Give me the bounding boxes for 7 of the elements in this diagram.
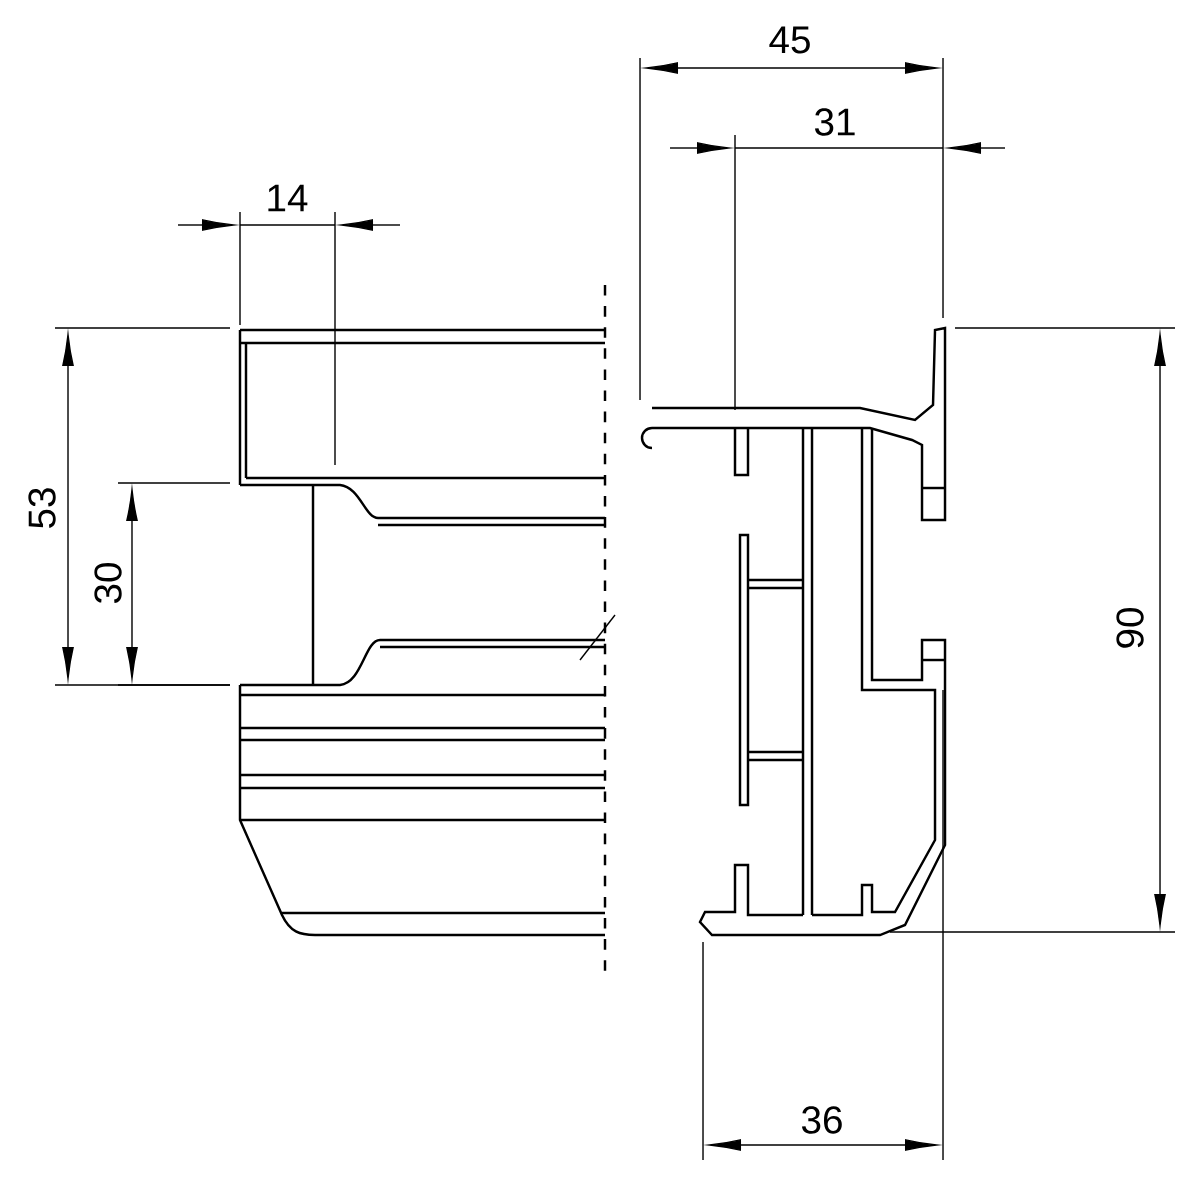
dimension-label: 36 (802, 1106, 842, 1134)
dimension-label: 53 (28, 488, 56, 528)
dimension-label: 90 (1116, 608, 1144, 648)
dimension-label: 31 (815, 108, 855, 136)
dimension-label: 30 (94, 563, 122, 604)
dimension-label: 45 (769, 26, 810, 54)
dimension-label: 14 (268, 184, 308, 212)
